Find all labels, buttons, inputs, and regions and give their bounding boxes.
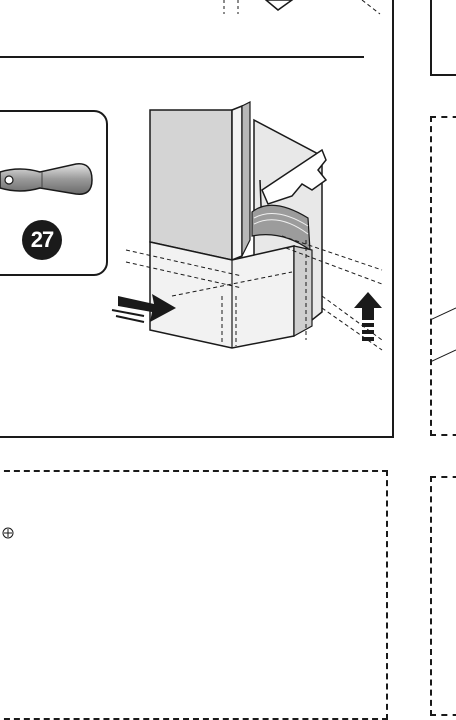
next-panel-fragment: [430, 0, 456, 76]
screw-icon: [2, 527, 14, 539]
step-number-badge: 27: [22, 220, 62, 260]
previous-illustration-fragment: [223, 0, 381, 15]
assembly-illustration: [125, 101, 383, 351]
section-divider: [0, 56, 364, 58]
arrow-right-icon: [111, 294, 176, 323]
cutout-region-bottom-right: [430, 476, 456, 716]
screwdriver-icon: [0, 163, 93, 195]
step-panel: [0, 0, 394, 438]
cutout-region-bottom: [0, 470, 388, 720]
cutout-guide-lines: [430, 307, 456, 363]
arrow-up-icon: [354, 292, 382, 341]
cutout-region-top: [430, 116, 456, 436]
